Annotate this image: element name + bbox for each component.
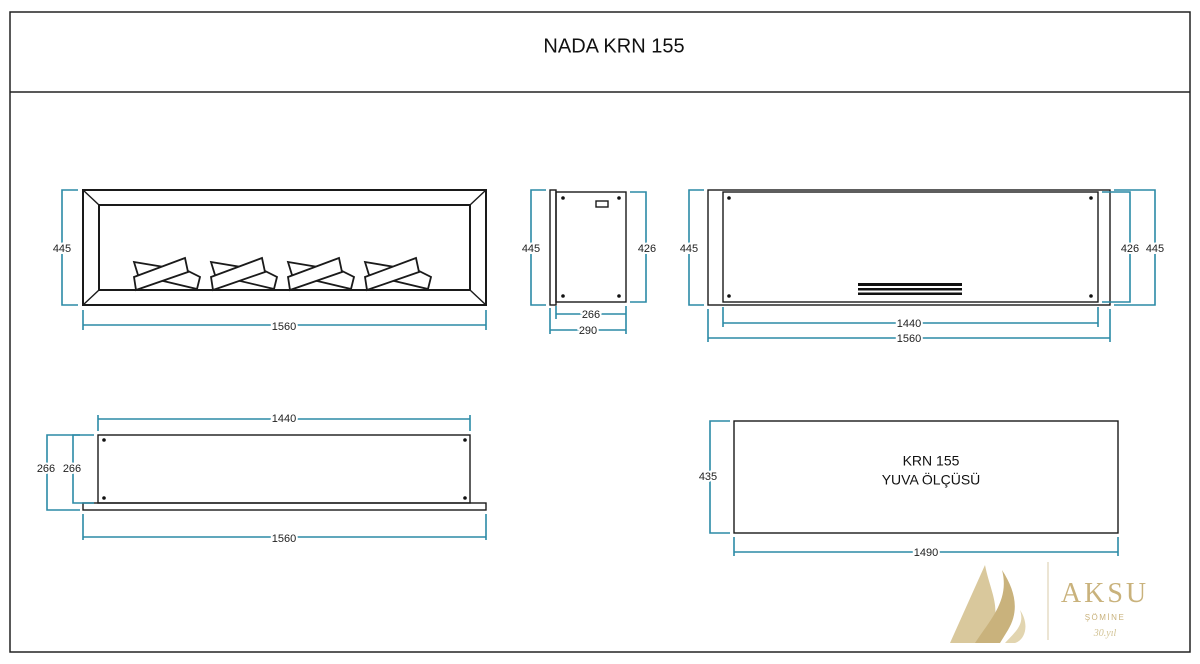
back-width-outer-label: 1560	[897, 333, 921, 345]
side-view: 445 426 266 290	[520, 189, 658, 339]
logo-years: 30.yıl	[1093, 628, 1117, 639]
crossed-logs-icon	[209, 256, 279, 292]
crossed-logs-icon	[286, 256, 356, 292]
log-icon	[132, 256, 433, 292]
back-height-right-label: 445	[1146, 243, 1164, 255]
niche-view: KRN 155 YUVA ÖLÇÜSÜ 435 1490	[697, 420, 1119, 561]
back-view: 445 426 445 1440 1560	[678, 189, 1166, 347]
top-depth-outer-label: 266	[37, 463, 55, 475]
front-height-label: 445	[53, 243, 71, 255]
side-height-outer-label: 445	[522, 243, 540, 255]
crossed-logs-icon	[132, 256, 202, 292]
side-depth-outer-label: 290	[579, 325, 597, 337]
back-height-left-label: 445	[680, 243, 698, 255]
niche-width-label: 1490	[914, 547, 938, 559]
front-view: 445 1560	[51, 189, 487, 335]
side-depth-inner-label: 266	[582, 309, 600, 321]
logo-sub: ŞÖMİNE	[1085, 613, 1126, 622]
back-height-inner-label: 426	[1121, 243, 1139, 255]
back-width-inner-label: 1440	[897, 318, 921, 330]
drawing-frame	[9, 11, 1191, 653]
niche-label-title: YUVA ÖLÇÜSÜ	[882, 471, 981, 488]
front-width-label: 1560	[272, 321, 296, 333]
side-height-inner-label: 426	[638, 243, 656, 255]
top-depth-inner-label: 266	[63, 463, 81, 475]
top-width-outer-label: 1560	[272, 533, 296, 545]
niche-label-model: KRN 155	[903, 453, 960, 469]
niche-height-label: 435	[699, 471, 717, 483]
logo-brand: AKSU	[1061, 578, 1149, 609]
drawing-title: NADA KRN 155	[543, 35, 684, 57]
top-width-inner-label: 1440	[272, 413, 296, 425]
flame-icon	[950, 565, 996, 643]
aksu-logo: AKSU ŞÖMİNE 30.yıl	[950, 562, 1149, 643]
crossed-logs-icon	[363, 256, 433, 292]
top-view: 1440 266 266 1560	[35, 411, 487, 547]
